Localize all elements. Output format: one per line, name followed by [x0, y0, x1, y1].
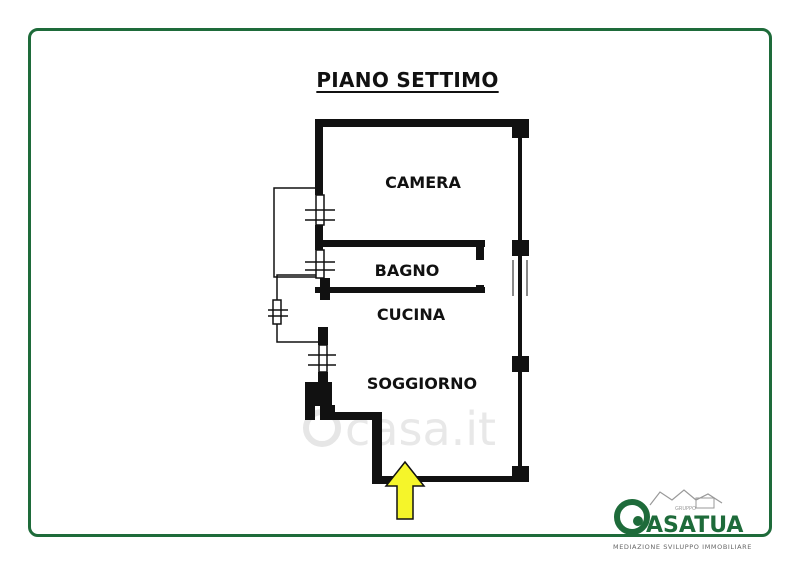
walls — [305, 119, 529, 484]
windows — [268, 194, 336, 373]
floor-title: PIANO SETTIMO — [316, 68, 499, 92]
logo-brand: ASATUA — [646, 513, 743, 538]
room-label-soggiorno: SOGGIORNO — [367, 374, 477, 393]
entrance-arrow-icon — [384, 460, 426, 520]
frame-border — [28, 28, 772, 537]
room-label-bagno: BAGNO — [375, 261, 440, 280]
right-windows — [512, 260, 528, 296]
room-label-cucina: CUCINA — [377, 305, 446, 324]
logo-small-text: GRUPPO — [675, 506, 696, 512]
company-logo: ASATUA GRUPPO MEDIAZIONE SVILUPPO IMMOBI… — [613, 489, 752, 551]
watermark-text: casa.it — [345, 402, 496, 456]
logo-tagline: MEDIAZIONE SVILUPPO IMMOBILIARE — [613, 543, 752, 551]
room-label-camera: CAMERA — [385, 173, 461, 192]
